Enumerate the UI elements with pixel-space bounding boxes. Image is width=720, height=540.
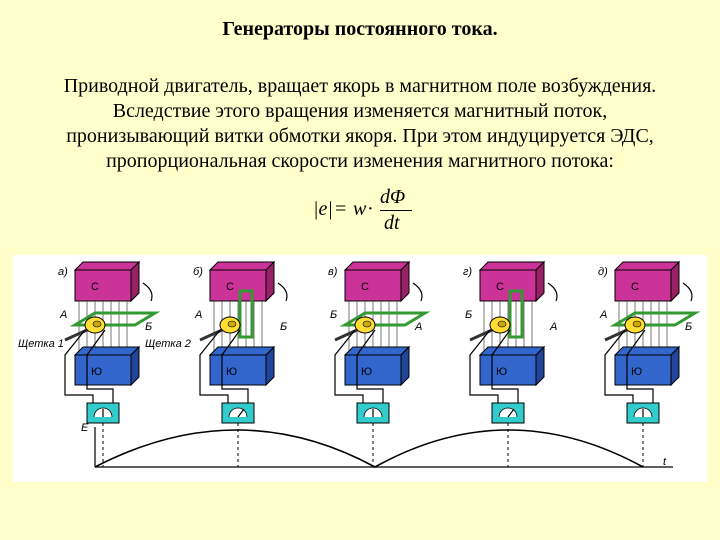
pole-north-top — [208, 261, 276, 271]
pole-north-top — [478, 261, 546, 271]
formula-numerator: dΦ — [380, 186, 406, 208]
rotation-arrow — [547, 282, 558, 302]
formula-turns: w — [353, 198, 367, 220]
slide-paragraph: Приводной двигатель, вращает якорь в маг… — [20, 74, 700, 174]
pole-south-label: Ю — [226, 366, 237, 378]
generator-panel: в) С Ю Б А — [328, 260, 431, 467]
emf-axis-label: E — [81, 422, 89, 434]
slide-title: Генераторы постоянного тока. — [222, 18, 498, 40]
wire-right — [356, 329, 384, 403]
pole-south-top — [73, 346, 141, 356]
generator-panel: б) С Ю А Б — [193, 260, 288, 467]
pole-north-top — [613, 261, 681, 271]
pole-south — [209, 354, 267, 386]
commutator-core — [497, 320, 507, 328]
conductor-label-right: Б — [685, 321, 692, 333]
formula-lhs: |e| — [313, 198, 333, 220]
brush-2-label: Щетка 2 — [145, 338, 191, 350]
commutator-core — [362, 320, 372, 328]
pole-south-top — [478, 346, 546, 356]
armature-coil — [238, 289, 254, 339]
pole-south-label: Ю — [91, 366, 102, 378]
wire-left — [64, 329, 94, 403]
pole-south — [479, 354, 537, 386]
pole-south-label: Ю — [361, 366, 372, 378]
pole-north-top — [343, 261, 411, 271]
panel-letter: г) — [463, 266, 472, 278]
wire-right — [86, 329, 114, 403]
commutator-core — [92, 320, 102, 328]
wire-left — [199, 329, 229, 403]
generator-diagram-svg: а) С Ю А Бб) С Ю А Бв) С Ю Б Аг) С Ю Б Ад) С Ю А Б Щетка 1 Щет… — [18, 260, 701, 468]
pole-north — [479, 269, 537, 302]
conductor-label-right: Б — [145, 321, 152, 333]
paragraph-line: Вследствие этого вращения изменяется маг… — [112, 100, 608, 122]
galvanometer-needle — [507, 408, 515, 418]
panel-letter: д) — [598, 266, 608, 278]
paragraph-line: пронизывающий витки обмотки якоря. При э… — [66, 125, 654, 147]
armature-coil — [339, 311, 431, 327]
pole-south-top — [613, 346, 681, 356]
pole-south-top — [208, 346, 276, 356]
generator-panel: г) С Ю Б А — [463, 260, 558, 467]
paragraph-line: пропорциональная скорости изменения магн… — [106, 150, 614, 172]
commutator-core — [632, 320, 642, 328]
pole-north-label: С — [496, 281, 504, 293]
galvanometer-needle — [237, 408, 245, 418]
generator-panel: а) С Ю А Б — [58, 260, 161, 467]
rotation-arrow — [142, 282, 153, 302]
conductor-label-right: А — [549, 321, 557, 333]
pole-south-label: Ю — [631, 366, 642, 378]
commutator-core — [227, 320, 237, 328]
conductor-label-left: Б — [465, 309, 472, 321]
conductor-label-left: А — [599, 309, 607, 321]
pole-north-top — [73, 261, 141, 271]
wire-left — [334, 329, 364, 403]
formula-equals: = — [335, 198, 347, 220]
time-axis-label: t — [663, 456, 667, 468]
wire-right — [221, 329, 249, 403]
formula-fraction-bar — [380, 210, 412, 211]
emf-formula: |e| = w · dΦ dt — [305, 186, 425, 236]
armature-coil — [609, 311, 701, 327]
pole-north-label: С — [91, 281, 99, 293]
formula-denominator: dt — [384, 212, 400, 234]
pole-north-label: С — [631, 281, 639, 293]
armature-coil — [69, 311, 161, 327]
generator-panel: д) С Ю А Б — [598, 260, 701, 467]
panel-letter: а) — [58, 266, 68, 278]
pole-north — [74, 269, 132, 302]
rotation-arrow — [682, 282, 693, 302]
pole-north-label: С — [226, 281, 234, 293]
paragraph-line: Приводной двигатель, вращает якорь в маг… — [63, 75, 657, 97]
armature-coil — [508, 289, 524, 339]
pole-south-label: Ю — [496, 366, 507, 378]
pole-north — [614, 269, 672, 302]
panel-letter: в) — [328, 266, 338, 278]
wire-right — [491, 329, 519, 403]
wire-left — [469, 329, 499, 403]
formula-dot: · — [367, 198, 374, 220]
conductor-label-left: А — [59, 309, 67, 321]
brush-1-label: Щетка 1 — [18, 338, 64, 350]
conductor-label-left: А — [194, 309, 202, 321]
pole-north — [344, 269, 402, 302]
conductor-label-left: Б — [330, 309, 337, 321]
conductor-label-right: А — [414, 321, 422, 333]
pole-north — [209, 269, 267, 302]
panel-letter: б) — [193, 266, 203, 278]
emf-curve — [94, 429, 644, 468]
pole-north-label: С — [361, 281, 369, 293]
pole-south — [344, 354, 402, 386]
pole-south — [614, 354, 672, 386]
wire-right — [626, 329, 654, 403]
conductor-label-right: Б — [280, 321, 287, 333]
rotation-arrow — [277, 282, 288, 302]
rotation-arrow — [412, 282, 423, 302]
pole-south — [74, 354, 132, 386]
pole-south-top — [343, 346, 411, 356]
wire-left — [604, 329, 634, 403]
